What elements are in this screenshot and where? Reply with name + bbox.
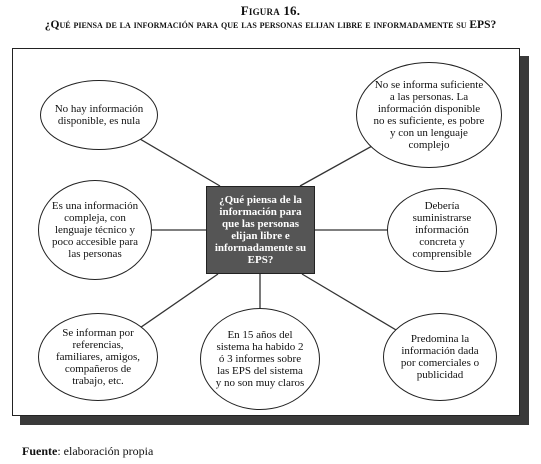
center-question-box: ¿Qué piensa de la información para que l… [206, 186, 315, 274]
bubble-mid-left-text: Es una información compleja, con lenguaj… [51, 200, 139, 260]
bubble-top-left: No hay información disponible, es nula [40, 80, 158, 150]
figure-title: ¿Qué piensa de la información para que l… [44, 19, 497, 31]
bubble-bottom-left: Se informan por referencias, familiares,… [38, 313, 158, 401]
bubble-bottom-right-text: Predomina la información dada por comerc… [400, 333, 480, 381]
bubble-bottom-left-text: Se informan por referencias, familiares,… [55, 327, 140, 387]
source-note: Fuente: elaboración propia [22, 444, 153, 459]
bubble-mid-right-text: Debería suministrarse información concre… [412, 200, 472, 260]
bubble-top-right-text: No se informa suficiente a las personas.… [373, 79, 485, 151]
figure-label: Figura 16. [240, 3, 301, 18]
bubble-top-right: No se informa suficiente a las personas.… [356, 62, 502, 168]
source-text: : elaboración propia [57, 444, 154, 458]
source-label: Fuente [22, 444, 58, 458]
bubble-mid-right: Debería suministrarse información concre… [387, 188, 497, 272]
bubble-bottom-center: En 15 años del sistema ha habido 2 ó 3 i… [200, 308, 320, 410]
bubble-bottom-center-text: En 15 años del sistema ha habido 2 ó 3 i… [215, 329, 305, 389]
center-question-text: ¿Qué piensa de la información para que l… [214, 194, 307, 266]
bubble-top-left-text: No hay información disponible, es nula [54, 103, 144, 127]
bubble-bottom-right: Predomina la información dada por comerc… [383, 313, 497, 401]
bubble-mid-left: Es una información compleja, con lenguaj… [38, 180, 152, 280]
